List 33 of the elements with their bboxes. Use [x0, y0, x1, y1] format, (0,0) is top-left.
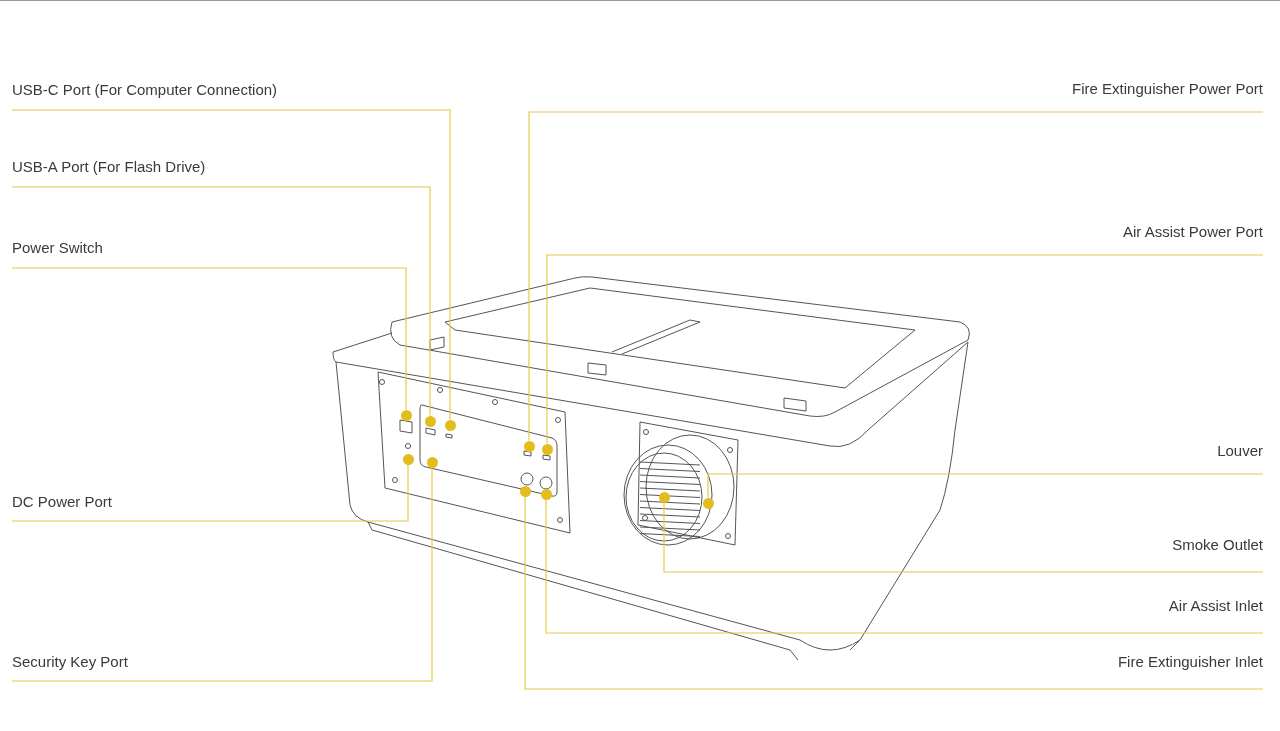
part-label: Louver	[1217, 442, 1263, 460]
callout-dot	[658, 491, 670, 503]
leader-line	[524, 495, 1264, 690]
leader-line	[11, 186, 431, 417]
callout-dot	[402, 453, 414, 465]
part-label: Smoke Outlet	[1172, 536, 1263, 554]
leader-line	[546, 254, 1264, 445]
part-label: USB-C Port (For Computer Connection)	[12, 81, 278, 99]
callout-dot	[426, 456, 438, 468]
part-label: Air Assist Power Port	[1122, 223, 1263, 241]
leader-line	[11, 267, 407, 411]
leader-line	[545, 498, 1264, 634]
part-label: DC Power Port	[12, 493, 113, 511]
leader-line	[528, 111, 1264, 442]
callout-dot	[541, 443, 553, 455]
callout-dot	[523, 440, 535, 452]
callout-dot	[519, 485, 531, 497]
leader-line	[11, 463, 409, 522]
callout-dot	[424, 415, 436, 427]
part-label: Security Key Port	[12, 653, 128, 671]
leader-line	[663, 501, 1264, 573]
callout-dot	[400, 409, 412, 421]
part-label: Fire Extinguisher Power Port	[1072, 80, 1263, 98]
part-label: Fire Extinguisher Inlet	[1117, 653, 1263, 671]
part-label: USB-A Port (For Flash Drive)	[12, 158, 206, 176]
callout-dot	[540, 488, 552, 500]
part-label: Air Assist Inlet	[1168, 597, 1263, 615]
callout-dot	[702, 497, 714, 509]
leader-line	[707, 473, 1264, 499]
leader-line	[11, 466, 433, 682]
callout-dot	[444, 419, 456, 431]
leader-line	[11, 109, 451, 421]
part-label: Power Switch	[12, 239, 103, 257]
